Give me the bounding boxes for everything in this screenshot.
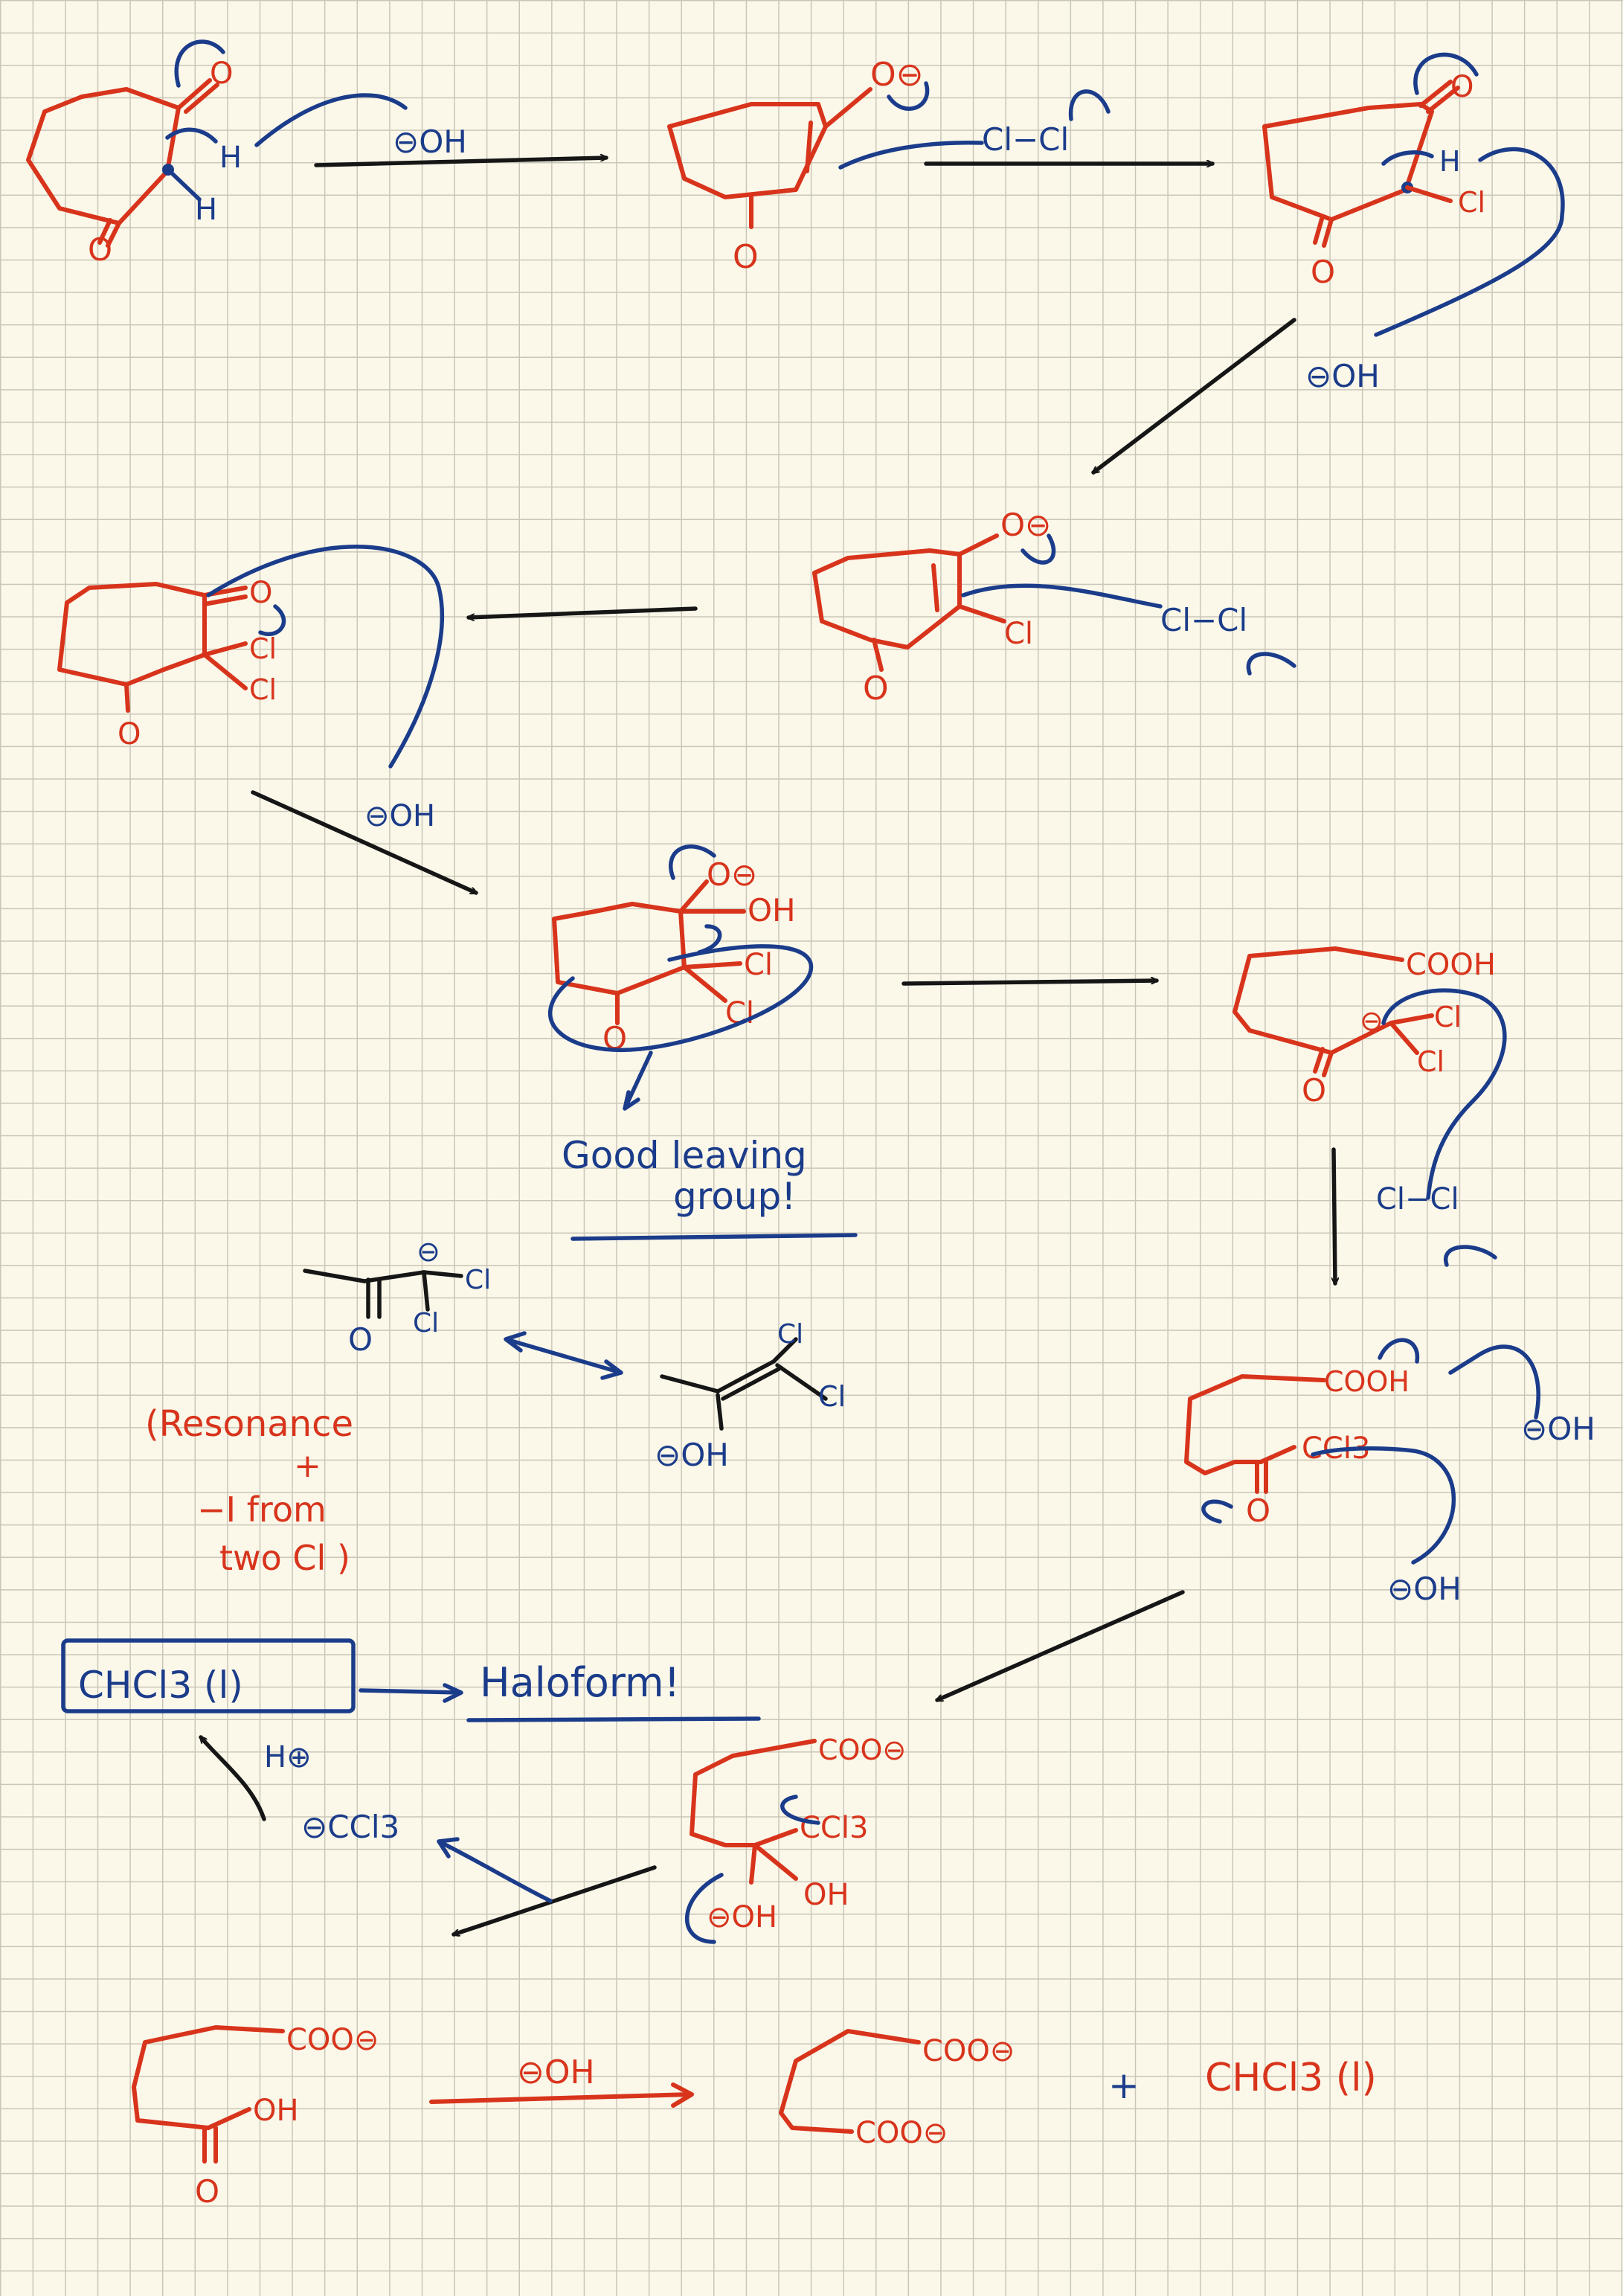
oxygen-label-10: O — [195, 2173, 219, 2210]
oxygen-label-5b: O — [118, 717, 141, 751]
arrow-step-4 — [466, 606, 698, 618]
chlorine-label-5b: Cl — [249, 673, 277, 706]
chlorine-label-r2a: Cl — [777, 1319, 803, 1350]
oxygen-label-3a: O — [1450, 70, 1473, 104]
arrow-step-1 — [314, 158, 608, 167]
hydroxide-label-3: ⊖OH — [1305, 358, 1380, 394]
structure-enolate: O⊖ O Cl−Cl — [667, 56, 1111, 276]
arrow-step-8 — [937, 1590, 1185, 1702]
oxygen-label-5a: O — [249, 576, 272, 610]
arrow-protonation — [201, 1737, 266, 1821]
arrow-ccl3-release — [437, 1837, 553, 1903]
arrow-step-9 — [454, 1865, 657, 1934]
minus-label-7: ⊖ — [1360, 1004, 1383, 1037]
carboxylate-label-9: COO⊖ — [818, 1734, 906, 1766]
chloroform-box: CHCl3 (l) — [61, 1638, 356, 1713]
oxygen-label-2: O — [733, 238, 759, 276]
arrow-step-3 — [1093, 318, 1296, 475]
chlorine-molecule-label-2: Cl−Cl — [982, 121, 1069, 158]
hydroxide-label-final: ⊖OH — [517, 2053, 595, 2091]
ccl3-label-9: CCl3 — [800, 1811, 868, 1845]
plus-sign: + — [1108, 2064, 1140, 2107]
chlorine-label-r1b: Cl — [413, 1308, 439, 1338]
chlorine-label-7b: Cl — [1417, 1045, 1444, 1078]
good-leaving-line-1: Good leaving — [562, 1134, 807, 1177]
structure-trichloro: COOH CCl3 O ⊖OH ⊖OH — [1184, 1338, 1595, 1607]
oxygen-label-7: O — [1302, 1072, 1326, 1109]
carboxylate-label-11b: COO⊖ — [855, 2116, 948, 2150]
haloform-underline — [466, 1716, 761, 1722]
structure-diketone: O O H H ⊖OH — [26, 39, 467, 268]
resonance-line-3: −I from — [197, 1489, 327, 1530]
hydroxide-label-5: ⊖OH — [364, 799, 435, 833]
cooh-label-8: COOH — [1324, 1365, 1410, 1398]
oxide-label-9: ⊖OH — [707, 1900, 777, 1934]
structure-tetrahedral: O⊖ OH Cl Cl O Good leaving group! — [547, 844, 858, 1241]
hydrogen-label-1a: H — [219, 141, 242, 175]
minus-label-r1: ⊖ — [417, 1235, 440, 1268]
proton-label: H⊕ — [264, 1740, 312, 1774]
hydroxyl-label-9: OH — [803, 1878, 849, 1912]
oxide-label-r2: ⊖OH — [655, 1437, 729, 1473]
oxide-label-4: O⊖ — [1000, 507, 1051, 543]
chlorine-label-4: Cl — [1004, 617, 1033, 651]
oxygen-label-r1: O — [348, 1321, 373, 1358]
oxygen-label-3b: O — [1311, 254, 1335, 290]
structure-keto-acid: COO⊖ OH O — [132, 2023, 379, 2210]
arrow-step-7 — [1334, 1147, 1335, 1286]
oxygen-label-8: O — [1246, 1492, 1270, 1529]
hydroxyl-label-6: OH — [748, 892, 796, 929]
hydroxide-label-8a: ⊖OH — [1521, 1411, 1595, 1447]
cooh-label-7: COOH — [1406, 948, 1496, 982]
hydroxyl-label-10: OH — [253, 2094, 299, 2128]
chloroform-product-label: CHCl3 (l) — [1205, 2056, 1377, 2100]
chlorine-label-6a: Cl — [744, 948, 773, 982]
oxygen-label-1b: O — [88, 231, 112, 268]
resonance-line-1: (Resonance — [145, 1403, 353, 1445]
arrow-step-5 — [251, 790, 476, 895]
hydrogen-label-3: H — [1439, 145, 1461, 178]
carboxylate-label-11a: COO⊖ — [922, 2034, 1015, 2068]
resonance-carbanion: O ⊖ Cl Cl ⊖OH Cl Cl (Resonance + −I from… — [145, 1235, 846, 1578]
chlorine-label-r2b: Cl — [818, 1380, 846, 1413]
ccl3-anion-label: ⊖CCl3 — [301, 1809, 399, 1845]
arrow-final — [429, 2082, 694, 2108]
structure-ring-opened: COOH O ⊖ Cl Cl Cl−Cl — [1232, 946, 1507, 1267]
chlorine-label-5a: Cl — [249, 632, 277, 665]
structure-monochloro: O O H Cl ⊖OH — [1262, 52, 1565, 394]
structure-glutarate: COO⊖ COO⊖ — [779, 2029, 1015, 2150]
structure-dichloro: O Cl Cl O ⊖OH — [57, 545, 445, 833]
chlorine-label-r1a: Cl — [465, 1265, 491, 1295]
oxide-label-2: O⊖ — [870, 56, 924, 94]
hydroxide-label-1: ⊖OH — [393, 124, 467, 160]
good-leaving-line-2: group! — [673, 1175, 796, 1218]
resonance-line-4: two Cl ) — [219, 1538, 350, 1578]
structure-chloro-enolate: O⊖ Cl O Cl−Cl — [812, 507, 1296, 708]
oxygen-label-4: O — [863, 670, 889, 708]
oxygen-label-1a: O — [210, 57, 233, 91]
oxide-label-6: O⊖ — [707, 856, 757, 893]
chloroform-box-label: CHCl3 (l) — [78, 1664, 243, 1707]
haloform-label: Haloform! — [480, 1659, 680, 1706]
arrow-step-6 — [902, 981, 1159, 986]
chlorine-molecule-label-7: Cl−Cl — [1376, 1182, 1459, 1216]
arrow-to-haloform — [359, 1683, 463, 1703]
hydroxide-label-8b: ⊖OH — [1387, 1571, 1462, 1607]
chlorine-label-7a: Cl — [1434, 1001, 1462, 1033]
chlorine-label-3: Cl — [1458, 186, 1485, 219]
resonance-line-2: + — [294, 1447, 321, 1485]
chlorine-molecule-label-4: Cl−Cl — [1160, 602, 1247, 638]
structure-ccl3-tetrahedral: COO⊖ CCl3 ⊖OH OH — [685, 1734, 906, 1944]
carboxylate-label-10: COO⊖ — [286, 2023, 379, 2057]
